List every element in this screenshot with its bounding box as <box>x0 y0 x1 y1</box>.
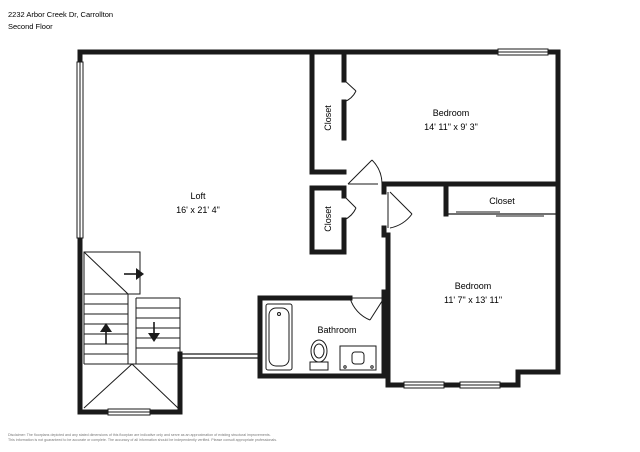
closet-door-upper <box>343 79 357 103</box>
doors <box>343 79 544 321</box>
property-address: 2232 Arbor Creek Dr, Carrollton <box>8 10 114 19</box>
thin-walls <box>180 213 558 359</box>
bathtub-icon <box>265 303 293 371</box>
bathroom-door <box>349 297 385 321</box>
sink-icon <box>339 345 377 371</box>
floor-level-label: Second Floor <box>8 22 53 31</box>
arrow-down-icon <box>148 322 160 342</box>
stair-arrows <box>100 268 160 344</box>
closet-door-lower <box>343 195 357 221</box>
windows <box>76 48 549 416</box>
arrow-up-icon <box>100 323 112 344</box>
closet-bedroom-label: Closet <box>489 196 515 206</box>
loft-label: Loft <box>190 191 206 201</box>
bedroom-upper-label: Bedroom <box>433 108 470 118</box>
disclaimer-line-1: Disclaimer: The floorplans depicted and … <box>8 433 271 437</box>
loft-dimensions: 16' x 21' 4" <box>176 205 220 215</box>
bathroom-label: Bathroom <box>317 325 356 335</box>
arrow-right-icon <box>124 268 144 280</box>
bedroom-lower-label: Bedroom <box>455 281 492 291</box>
closet-lower-label: Closet <box>323 206 333 232</box>
bedroom-lower-dimensions: 11' 7" x 13' 11" <box>444 295 502 305</box>
bedroom-upper-dimensions: 14' 11" x 9' 3" <box>424 122 478 132</box>
disclaimer-line-2: This information is not guaranteed to be… <box>8 438 278 442</box>
staircase <box>83 251 181 409</box>
bedroom-door-lower <box>387 191 413 229</box>
bathroom-fixtures <box>265 303 377 371</box>
bedroom-door-upper <box>347 159 383 185</box>
closet-upper-label: Closet <box>323 105 333 131</box>
toilet-icon <box>309 339 329 371</box>
